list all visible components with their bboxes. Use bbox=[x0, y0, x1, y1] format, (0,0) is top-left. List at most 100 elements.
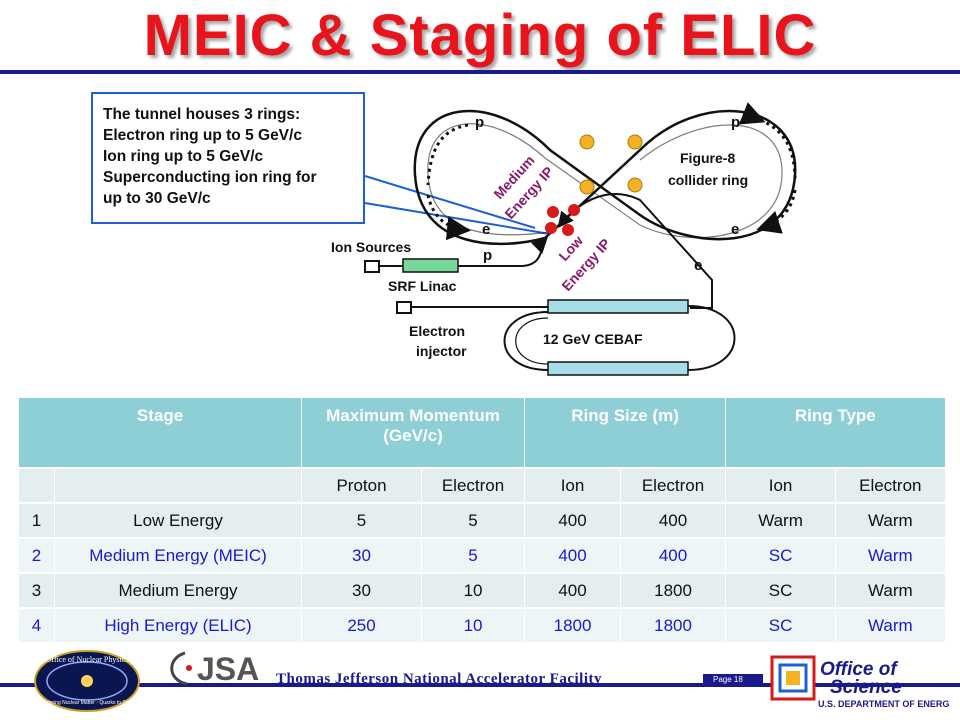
ion-transfer-line bbox=[458, 237, 548, 267]
table-cell: High Energy (ELIC) bbox=[53, 607, 302, 642]
label-p-inject: p bbox=[483, 247, 492, 264]
os-logo-text-2: Science bbox=[830, 677, 902, 698]
table-cell: SC bbox=[725, 537, 836, 573]
table-cell: Warm bbox=[835, 502, 945, 538]
label-e-inject: e bbox=[694, 257, 702, 274]
table-cell: 5 bbox=[301, 502, 422, 538]
table-cell: 3 bbox=[18, 572, 55, 608]
label-electron-injector-2: injector bbox=[416, 343, 467, 359]
cebaf-linac-top bbox=[547, 299, 689, 314]
office-of-science-logo: Office of Science U.S. DEPARTMENT OF ENE… bbox=[770, 655, 950, 709]
table-row: 2 Medium Energy (MEIC) 30 5 400 400 SC W… bbox=[18, 537, 945, 573]
table-cell: 2 bbox=[18, 537, 55, 573]
table-cell: 4 bbox=[18, 607, 55, 642]
subheader-cell: Electron bbox=[835, 467, 945, 503]
tunnel-callout-box: The tunnel houses 3 rings: Electron ring… bbox=[91, 92, 365, 224]
table-cell: 10 bbox=[421, 572, 525, 608]
table-row: 3 Medium Energy 30 10 400 1800 SC Warm bbox=[18, 572, 945, 608]
table-cell: 10 bbox=[421, 607, 525, 642]
label-ion-sources: Ion Sources bbox=[331, 239, 411, 255]
jsa-logo: JSA bbox=[170, 651, 259, 687]
table-cell: Medium Energy (MEIC) bbox=[53, 537, 302, 573]
ip-dot bbox=[627, 134, 643, 150]
cebaf-left-arc-inner bbox=[515, 317, 549, 365]
page-number: Page 18 bbox=[703, 674, 763, 686]
table-cell: Low Energy bbox=[53, 502, 302, 538]
table-cell: 1 bbox=[18, 502, 55, 538]
table-cell: 5 bbox=[421, 537, 525, 573]
ip-dot bbox=[579, 134, 595, 150]
table-cell: 5 bbox=[421, 502, 525, 538]
cebaf-left-arc bbox=[503, 311, 549, 371]
table-cell: Warm bbox=[835, 572, 945, 608]
subheader-cell: Electron bbox=[620, 467, 726, 503]
table-cell: 30 bbox=[301, 572, 422, 608]
onp-logo-tagline: Exploring Nuclear Matter - Quarks to Sta… bbox=[40, 700, 135, 706]
table-cell: 400 bbox=[524, 502, 621, 538]
footer-divider bbox=[0, 683, 960, 687]
subheader-cell: Proton bbox=[301, 467, 422, 503]
table-header-row: Stage Maximum Momentum (GeV/c) Ring Size… bbox=[17, 398, 945, 468]
low-energy-ip-dot bbox=[562, 224, 574, 236]
table-cell: Warm bbox=[835, 537, 945, 573]
subheader-cell bbox=[18, 467, 55, 503]
subheader-cell bbox=[53, 467, 302, 503]
os-logo-text-3: U.S. DEPARTMENT OF ENERGY bbox=[818, 699, 950, 709]
cebaf-linac-bottom bbox=[547, 361, 689, 376]
ip-dot bbox=[627, 177, 643, 193]
ion-source-box bbox=[364, 260, 380, 273]
table-cell: SC bbox=[725, 607, 836, 642]
electron-injector-box bbox=[396, 301, 412, 314]
subheader-cell: Ion bbox=[725, 467, 836, 503]
table-cell: 400 bbox=[620, 537, 726, 573]
e-direction-arrow-left bbox=[426, 194, 471, 241]
callout-line: Superconducting ion ring for bbox=[103, 169, 317, 186]
table-cell: Warm bbox=[725, 502, 836, 538]
table-cell: 400 bbox=[620, 502, 726, 538]
table-cell: 1800 bbox=[620, 607, 726, 642]
accelerator-layout-diagram: p p e e p e Medium Energy IP Low Energy … bbox=[331, 102, 797, 376]
table-cell: 250 bbox=[301, 607, 422, 642]
label-e-left: e bbox=[482, 221, 490, 238]
table-row: 4 High Energy (ELIC) 250 10 1800 1800 SC… bbox=[18, 607, 945, 642]
electron-transfer-line bbox=[557, 193, 713, 309]
title-divider bbox=[0, 70, 960, 74]
callout-line: Electron ring up to 5 GeV/c bbox=[103, 127, 302, 144]
srf-linac bbox=[402, 258, 459, 273]
callout-line: up to 30 GeV/c bbox=[103, 190, 211, 207]
header-max-momentum: Maximum Momentum (GeV/c) bbox=[301, 398, 525, 468]
subheader-cell: Electron bbox=[421, 467, 525, 503]
table-cell: SC bbox=[725, 572, 836, 608]
office-of-nuclear-physics-logo: Office of Nuclear Physics Exploring Nucl… bbox=[34, 650, 140, 712]
header-stage: Stage bbox=[17, 398, 302, 468]
label-srf-linac: SRF Linac bbox=[388, 278, 457, 294]
label-figure8-2: collider ring bbox=[668, 172, 748, 188]
p-direction-arrow-right bbox=[738, 102, 797, 181]
p-direction-arrow-left bbox=[426, 123, 469, 186]
table-cell: 30 bbox=[301, 537, 422, 573]
table-subheader-row: Proton Electron Ion Electron Ion Electro… bbox=[18, 467, 945, 503]
label-cebaf: 12 GeV CEBAF bbox=[543, 331, 643, 347]
jsa-logo-text: JSA bbox=[197, 651, 259, 687]
table-cell: 1800 bbox=[620, 572, 726, 608]
table-cell: Medium Energy bbox=[53, 572, 302, 608]
staging-table: Stage Maximum Momentum (GeV/c) Ring Size… bbox=[17, 398, 945, 642]
figure8-inner-ring bbox=[427, 123, 783, 239]
label-electron-injector-1: Electron bbox=[409, 323, 465, 339]
callout-line: Ion ring up to 5 GeV/c bbox=[103, 148, 264, 165]
low-energy-ip-dot bbox=[568, 204, 580, 216]
label-e-right: e bbox=[731, 221, 739, 238]
onp-logo-text: Office of Nuclear Physics bbox=[46, 655, 129, 664]
header-ring-type: Ring Type bbox=[725, 398, 945, 468]
os-logo-text-1: Office of bbox=[820, 659, 898, 680]
label-p-left: p bbox=[475, 114, 484, 131]
low-energy-ip-dot bbox=[547, 206, 559, 218]
slide-title: MEIC & Staging of ELIC bbox=[143, 3, 817, 68]
label-figure8-1: Figure-8 bbox=[680, 150, 735, 166]
callout-pointer-line bbox=[364, 175, 536, 229]
table-cell: Warm bbox=[835, 607, 945, 642]
label-p-right: p bbox=[731, 114, 740, 131]
table-cell: 400 bbox=[524, 537, 621, 573]
subheader-cell: Ion bbox=[524, 467, 621, 503]
ip-dot bbox=[579, 179, 595, 195]
